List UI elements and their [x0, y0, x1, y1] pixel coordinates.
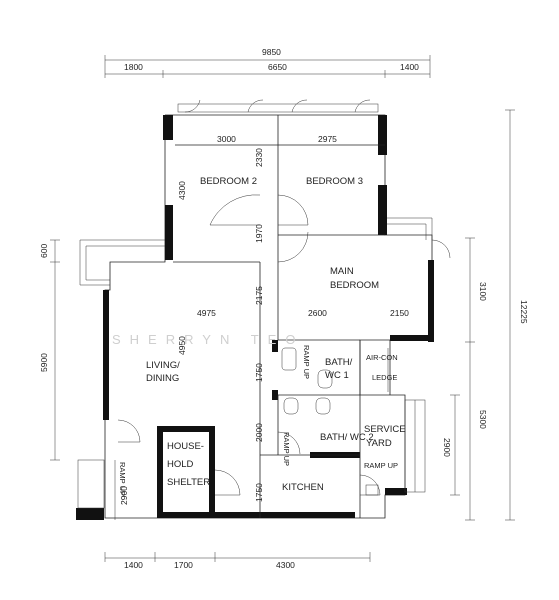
dim-main-bed-w1: 2600	[308, 308, 327, 318]
dim-corridor-upper: 2330	[254, 148, 264, 167]
dim-living-width: 4975	[197, 308, 216, 318]
room-bath-1-line2: WC 1	[325, 370, 349, 381]
ramp-bath-2: RAMP UP	[282, 432, 291, 466]
dim-right-lower: 5300	[478, 410, 488, 429]
ramp-bath-1: RAMP UP	[302, 345, 311, 379]
room-bath-2: BATH/ WC 2	[320, 432, 374, 443]
dim-left-mid: 5900	[39, 353, 49, 372]
room-kitchen: KITCHEN	[282, 482, 324, 493]
ramp-service: RAMP UP	[364, 461, 398, 470]
dim-bottom-right: 4300	[276, 560, 295, 570]
watermark: SHERRYN TEO	[112, 332, 304, 347]
dim-living-height: 4950	[177, 336, 187, 355]
dim-bed2-width: 3000	[217, 134, 236, 144]
fixtures	[281, 347, 389, 496]
room-bath-1-line1: BATH/	[325, 357, 353, 368]
room-main-bedroom-line1: MAIN	[330, 266, 354, 277]
dim-corridor-1970: 1970	[254, 224, 264, 243]
dim-top-left: 1800	[124, 62, 143, 72]
room-labels: BEDROOM 2 BEDROOM 3 MAIN BEDROOM LIVING/…	[118, 176, 406, 496]
dim-bath-2000: 2000	[254, 423, 264, 442]
room-aircon-line1: AIR-CON	[366, 353, 398, 362]
room-bedroom-3: BEDROOM 3	[306, 176, 363, 187]
room-living-line1: LIVING/	[146, 360, 180, 371]
dim-right-total: 12225	[519, 300, 529, 324]
door-swings	[117, 99, 451, 496]
dim-bottom-mid: 1700	[174, 560, 193, 570]
dim-right-upper: 3100	[478, 282, 488, 301]
dimension-lines	[50, 55, 515, 562]
dim-right-inner: 2900	[442, 438, 452, 457]
dim-left-upper: 600	[39, 244, 49, 258]
dim-bath-1750: 1750	[254, 363, 264, 382]
room-main-bedroom-line2: BEDROOM	[330, 280, 379, 291]
dim-kitchen-1750: 1750	[254, 483, 264, 502]
ramp-entry: RAMP UP	[118, 462, 127, 496]
dim-bottom-left: 1400	[124, 560, 143, 570]
dim-corridor-2175: 2175	[254, 286, 264, 305]
dim-bed3-width: 2975	[318, 134, 337, 144]
dim-main-bed-w2: 2150	[390, 308, 409, 318]
room-shelter-line3: SHELTER	[167, 477, 210, 488]
dim-top-right: 1400	[400, 62, 419, 72]
room-service-line2: YARD	[366, 438, 392, 449]
room-service-line1: SERVICE	[364, 424, 406, 435]
walls	[76, 103, 434, 520]
room-aircon-line2: LEDGE	[372, 373, 397, 382]
dim-top-mid: 6650	[268, 62, 287, 72]
room-shelter-line1: HOUSE-	[167, 441, 204, 452]
room-shelter-line2: HOLD	[167, 459, 194, 470]
dim-left-lower: 2900	[119, 486, 129, 505]
room-bedroom-2: BEDROOM 2	[200, 176, 257, 187]
room-living-line2: DINING	[146, 373, 179, 384]
dim-top-total: 9850	[262, 47, 281, 57]
dimension-labels: 9850 1800 6650 1400 1400 1700 4300 600 5…	[39, 47, 529, 570]
dim-bed2-height: 4300	[177, 181, 187, 200]
